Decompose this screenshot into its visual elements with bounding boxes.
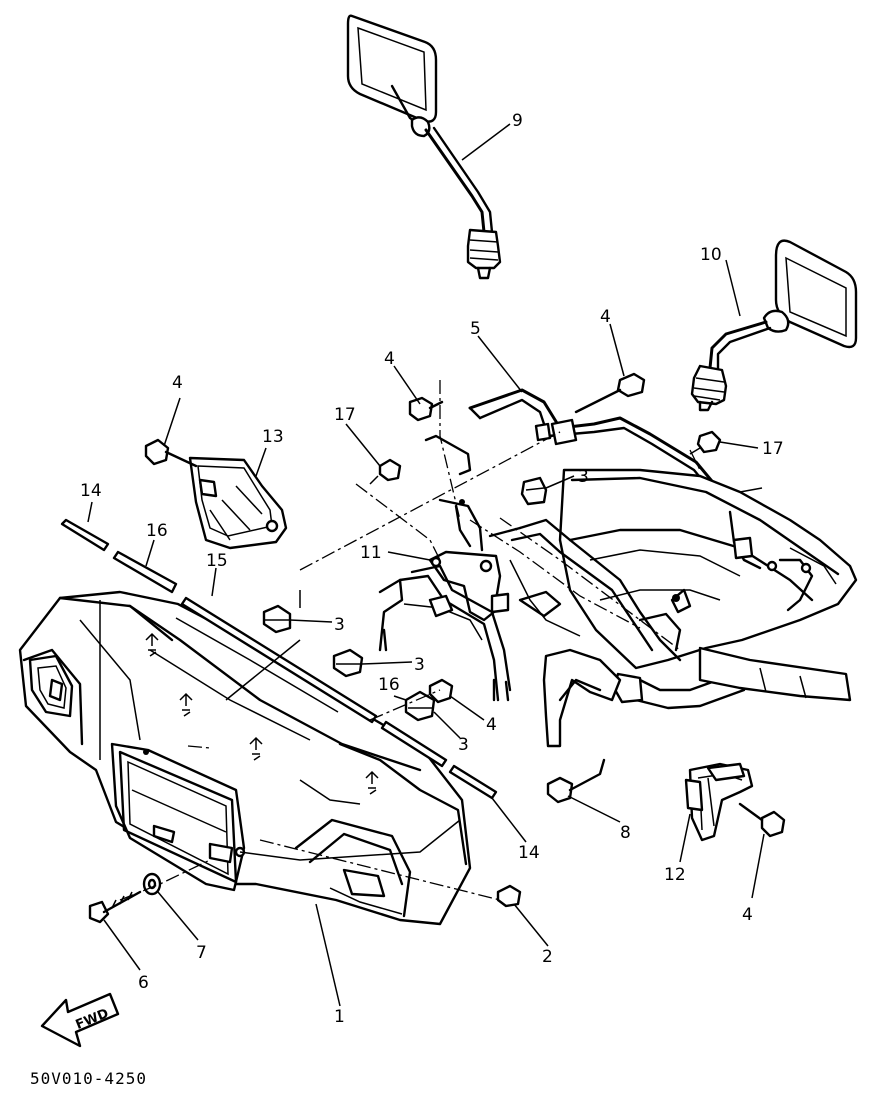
drawing-code: 50V010-4250 (30, 1069, 147, 1088)
label-part-12: 12 (664, 865, 686, 885)
part-number-labels: 9 10 5 4 4 4 17 13 17 3 14 16 11 15 3 3 … (80, 111, 784, 1027)
trim-strips-parts-14-15-16 (60, 518, 498, 800)
label-part-17a: 17 (334, 405, 356, 425)
cowl-stay-frame-part-5 (468, 372, 732, 516)
mirror-right-part-10 (690, 239, 858, 412)
mirror-left-part-9 (346, 14, 502, 280)
label-part-4e: 4 (742, 905, 753, 925)
label-part-4d: 4 (486, 715, 497, 735)
label-part-9: 9 (512, 111, 523, 131)
label-part-3c: 3 (414, 655, 425, 675)
label-part-11: 11 (360, 543, 382, 563)
label-part-2: 2 (542, 947, 553, 967)
forward-direction-arrow[interactable]: FWD (40, 992, 120, 1048)
label-part-5: 5 (470, 319, 481, 339)
label-part-14b: 14 (518, 843, 540, 863)
inner-panel-meter-housing (558, 468, 858, 710)
label-part-4c: 4 (172, 373, 183, 393)
label-part-16b: 16 (378, 675, 400, 695)
label-part-4a: 4 (600, 307, 611, 327)
label-part-1: 1 (334, 1007, 345, 1027)
label-part-13: 13 (262, 427, 284, 447)
label-part-7: 7 (196, 943, 207, 963)
label-part-15: 15 (206, 551, 228, 571)
label-part-10: 10 (700, 245, 722, 265)
label-part-3a: 3 (578, 467, 589, 487)
side-bracket-part-13 (144, 438, 288, 550)
label-part-3b: 3 (334, 615, 345, 635)
handlebar-stem-assembly (424, 434, 852, 748)
assembly-center-lines (119, 380, 763, 901)
side-bracket-part-12 (684, 762, 786, 842)
label-part-3d: 3 (458, 735, 469, 755)
label-part-16a: 16 (146, 521, 168, 541)
label-part-8: 8 (620, 823, 631, 843)
leader-lines (87, 123, 765, 1007)
mounting-bracket-part-11 (378, 498, 522, 702)
label-part-14a: 14 (80, 481, 102, 501)
headlight-cowl-part-1 (18, 590, 472, 926)
label-part-6: 6 (138, 973, 149, 993)
label-part-4b: 4 (384, 349, 395, 369)
label-part-17b: 17 (762, 439, 784, 459)
hardware-fasteners (88, 396, 722, 924)
